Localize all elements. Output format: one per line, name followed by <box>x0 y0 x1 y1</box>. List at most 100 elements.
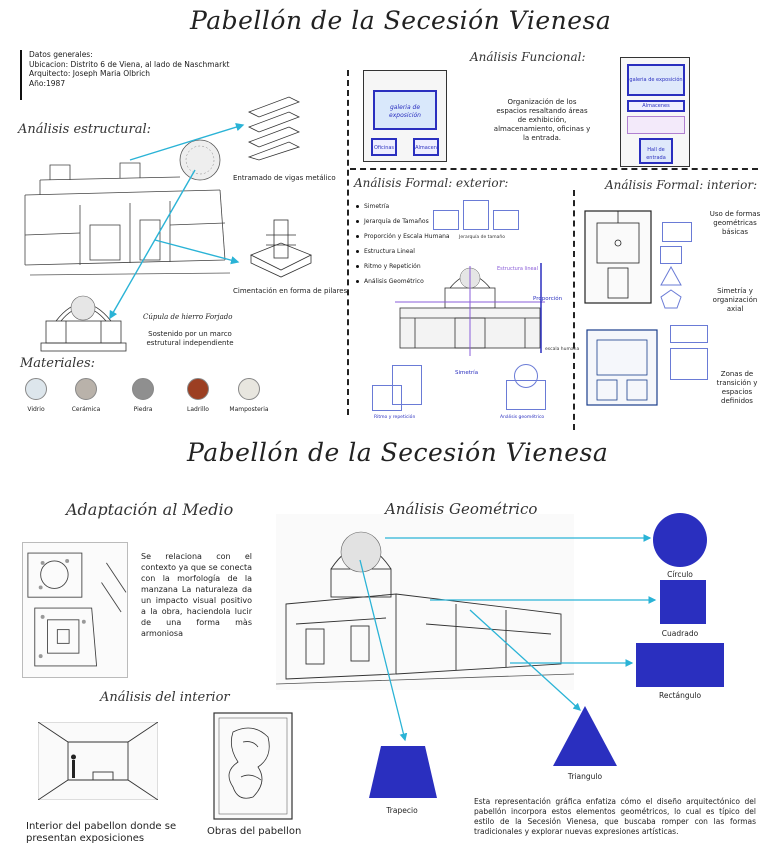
hierarchy-rect-center <box>463 200 489 230</box>
steel-beam-sketch <box>247 96 301 161</box>
principle-item: Estructura Lineal <box>356 247 450 256</box>
hierarchy-label: Jerarquía de tamaño <box>459 235 505 240</box>
functional-floor-plan-1: galeria de exposición Oficinas Almacen <box>363 70 447 162</box>
structural-heading: Análisis estructural: <box>18 122 152 137</box>
circle-label: Círculo <box>667 570 693 579</box>
gallery-zone: galeria de exposición <box>373 90 437 130</box>
functional-heading: Análisis Funcional: <box>470 50 586 64</box>
beams-caption: Entramado de vigas metálico <box>233 174 336 182</box>
artwork-sketch <box>213 712 293 820</box>
exterior-principles-list: Simetría Jerarquía de Tamaños Proporción… <box>356 202 450 292</box>
rhythm-diagram: Ritmo y repetición <box>372 360 432 420</box>
human-scale-label: escala humana <box>545 347 580 352</box>
interior-square-shape <box>660 246 682 264</box>
general-info: Datos generales: Ubicacion: Distrito 6 d… <box>20 50 230 100</box>
brick-swatch <box>187 378 209 400</box>
interior-note-shapes: Uso de formas geométricas básicas <box>709 210 761 236</box>
materials-row: Vidrio Cerámica Piedra Ladrillo Mamposte… <box>20 378 290 423</box>
dome-title: Cúpula de hierro Forjado <box>143 313 233 321</box>
interior-gallery-sketch <box>38 722 158 800</box>
divider-vertical <box>347 70 349 415</box>
interior-triangle-shape <box>660 266 682 286</box>
symmetry-label: Simetría <box>455 370 479 376</box>
building-elevation-sketch <box>20 135 240 285</box>
storage-label: Almacen <box>415 145 437 151</box>
info-heading: Datos generales: <box>29 50 93 59</box>
proportion-label: Proporción <box>533 296 563 302</box>
triangle-shape <box>553 706 617 766</box>
storage-zone: Almacen <box>413 138 439 156</box>
adaptation-text: Se relaciona con el contexto ya que se c… <box>141 552 252 638</box>
geometric-heading: Análisis Geométrico <box>385 500 538 518</box>
square-shape <box>660 580 706 624</box>
office-zone: Oficinas <box>371 138 397 156</box>
rhythm-rect-2 <box>392 365 422 405</box>
principle-item: Análisis Geométrico <box>356 277 450 286</box>
geometric-circle <box>514 364 538 388</box>
linear-structure-label: Estructura lineal <box>497 266 539 272</box>
info-year: Año:1987 <box>29 78 66 88</box>
interior-pentagon-shape <box>660 289 682 309</box>
pavilion-perspective-sketch <box>276 514 574 690</box>
hall-zone: Hall de entrada <box>639 138 673 164</box>
adaptation-heading: Adaptación al Medio <box>66 500 234 519</box>
hierarchy-rect-left <box>433 210 459 230</box>
interior-caption: Interior del pabellon donde se presentan… <box>26 821 177 844</box>
interior-zone-rect-2 <box>670 348 708 380</box>
formal-exterior-heading: Análisis Formal: exterior: <box>354 176 509 190</box>
functional-floor-plan-2: galeria de exposición Almacenes Hall de … <box>620 57 690 167</box>
principle-item: Jerarquía de Tamaños <box>356 217 450 226</box>
materials-heading: Materiales: <box>20 356 96 371</box>
info-architect: Arquitecto: Joseph Maria Olbrich <box>29 69 151 78</box>
interior-zone-rect-1 <box>670 325 708 343</box>
page-title: Pabellón de la Secesión Vienesa <box>190 6 612 35</box>
material-label: Ladrillo <box>187 406 209 413</box>
square-label: Cuadrado <box>661 629 699 638</box>
exterior-facade-elevation <box>395 263 545 356</box>
material-label: Mamposteria <box>229 406 269 413</box>
artwork-caption: Obras del pabellon <box>207 826 302 837</box>
storage-zone: Almacenes <box>627 100 685 112</box>
interior-plan-upper <box>584 210 652 304</box>
principle-item: Simetría <box>356 202 450 211</box>
geometric-description: Esta representación gráfica enfatiza cóm… <box>474 797 756 836</box>
info-location: Ubicacion: Distrito 6 de Viena, al lado … <box>29 59 230 69</box>
interior-note-symmetry: Simetría y organización axial <box>712 287 758 313</box>
rhythm-rect-1 <box>372 385 402 411</box>
rhythm-label: Ritmo y repetición <box>374 415 416 420</box>
hall-label: Hall de entrada <box>646 147 666 161</box>
stone-swatch <box>132 378 154 400</box>
geometric-exterior-diagram: Análisis geométrico <box>496 360 556 420</box>
trapezoid-label: Trapecio <box>386 806 418 815</box>
divider-horizontal <box>350 168 758 170</box>
masonry-swatch <box>238 378 260 400</box>
circle-shape <box>653 513 707 567</box>
gallery-label: galeria de exposición <box>389 104 421 119</box>
rectangle-shape <box>636 643 724 687</box>
dome-sketch <box>40 295 127 352</box>
ceramic-swatch <box>75 378 97 400</box>
principle-item: Ritmo y Repetición <box>356 262 450 271</box>
hierarchy-rect-right <box>493 210 519 230</box>
geometric-label: Análisis geométrico <box>500 415 545 420</box>
functional-text: Organización de los espacios resaltando … <box>493 98 591 142</box>
rectangle-label: Rectángulo <box>658 691 702 700</box>
gallery-zone: galeria de exposición <box>627 64 685 96</box>
pillars-caption: Cimentación en forma de pilares <box>233 287 348 295</box>
material-label: Vidrio <box>27 406 45 413</box>
material-label: Piedra <box>133 406 153 413</box>
interior-note-transitions: Zonas de transición y espacios definidos <box>716 370 758 405</box>
interior-rect-shape <box>662 222 692 242</box>
pillar-foundation-sketch <box>250 219 312 278</box>
trapezoid-shape <box>369 746 437 798</box>
dome-caption: Sostenido por un marco estrutural indepe… <box>146 330 234 347</box>
office-label: Oficinas <box>373 145 395 151</box>
hierarchy-diagram: Jerarquía de tamaño <box>433 200 523 250</box>
interior-plan-lower <box>586 329 658 406</box>
site-plan-sketch <box>22 542 128 678</box>
interior-heading: Análisis del interior <box>100 690 230 705</box>
section-title: Pabellón de la Secesión Vienesa <box>187 438 609 467</box>
triangle-label: Triangulo <box>567 772 603 781</box>
glass-swatch <box>25 378 47 400</box>
